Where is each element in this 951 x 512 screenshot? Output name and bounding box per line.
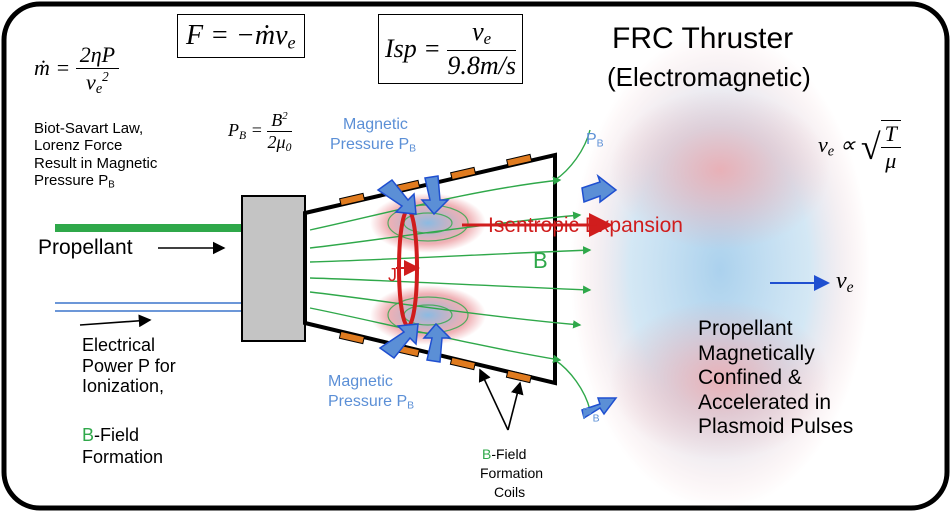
mag-pressure-top-2: Pressure PB	[330, 136, 417, 155]
coils-label-3: Coils	[494, 484, 526, 500]
coils-arrow-1	[478, 368, 509, 431]
mag-pressure-top-1: Magnetic	[343, 116, 408, 133]
plasmoid-red-bottom	[610, 300, 830, 460]
mag-pressure-bottom-1: Magnetic	[328, 373, 393, 390]
coils-label-1: B-Field	[482, 446, 527, 462]
title-line-1: FRC Thruster	[612, 22, 794, 55]
plasmoid-label: Propellant Magnetically Confined & Accel…	[698, 317, 854, 439]
formation-label: Formation	[82, 447, 164, 467]
b-label: B	[533, 248, 548, 273]
field-lines	[309, 129, 592, 411]
ve-label: ve	[836, 268, 854, 296]
electrical-arrow	[79, 314, 152, 328]
force-equation: F = −ṁve	[177, 14, 305, 58]
bfield-label: B-Field	[82, 425, 140, 445]
coils-label-2: Formation	[480, 465, 544, 481]
coils-arrow-2	[507, 381, 524, 431]
injector-block	[241, 195, 306, 342]
propellant-label: Propellant	[38, 236, 133, 259]
title-line-2: (Electromagnetic)	[607, 62, 811, 92]
pressure-arrows	[376, 173, 618, 420]
isentropic-label: Isentropic Expansion	[488, 214, 683, 237]
electrical-power-label: Electrical Power P for Ionization,	[82, 335, 176, 397]
pb-right-top: PB	[586, 131, 604, 150]
plasmoid-red-top	[610, 90, 830, 250]
biot-savart-label: Biot-Savart Law, Lorenz Force Result in …	[34, 120, 158, 191]
j-label: J	[388, 265, 397, 285]
mag-pressure-bottom-2: Pressure PB	[328, 393, 415, 412]
pb-right-bottom: PB	[582, 406, 600, 425]
